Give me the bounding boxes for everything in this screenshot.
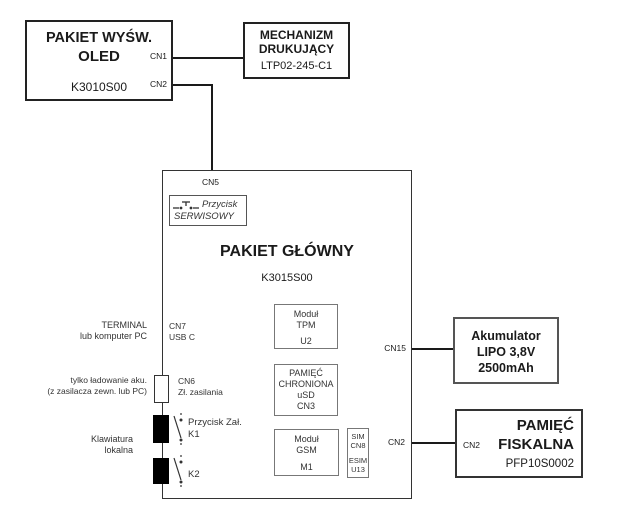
k1-label: K1	[188, 429, 200, 440]
printer-title-line1: MECHANIZM	[259, 28, 334, 42]
printing-mechanism-box: MECHANIZM DRUKUJĄCY LTP02-245-C1	[243, 22, 350, 79]
gsm-line1: Moduł	[294, 434, 319, 444]
tpm-line1: Moduł	[293, 309, 319, 319]
wire-cn2-horizontal	[173, 84, 213, 86]
cn7-label: CN7	[169, 321, 187, 331]
battery-box: Akumulator LIPO 3,8V 2500mAh	[453, 317, 559, 384]
power-socket-label: Zł. zasilania	[178, 387, 223, 397]
protected-memory-box: PAMIĘĆ CHRONIONA uSD CN3	[274, 364, 338, 416]
tpm-ref: U2	[300, 336, 312, 346]
fiscal-cn2-label: CN2	[463, 440, 481, 450]
gsm-module-box: Moduł GSM M1	[274, 429, 339, 476]
local-keyboard-label: Klawiatura lokalna	[60, 434, 133, 456]
gsm-ref: M1	[300, 462, 313, 472]
tpm-module-box: Moduł TPM U2	[274, 304, 338, 349]
sim-line3: ESIM	[348, 456, 368, 465]
printer-part-number: LTP02-245-C1	[260, 60, 333, 72]
fiscal-part-number: PFP10S0002	[505, 458, 574, 470]
terminal-label-line2: lub komputer PC	[79, 331, 147, 341]
main-title: PAKIET GŁÓWNY	[220, 243, 354, 260]
sim-box: SIM CN8 ESIM U13	[347, 428, 369, 478]
k1-button[interactable]	[153, 415, 169, 443]
push-button-icon	[173, 200, 199, 215]
oled-title-line1: PAKIET WYŚW.	[45, 30, 153, 46]
oled-part-number: K3010S00	[70, 80, 128, 94]
wire-cn15-to-battery	[412, 348, 453, 350]
k1-switch-icon	[171, 413, 185, 452]
sim-line2: CN8	[350, 441, 366, 450]
wire-cn1-to-printer	[173, 57, 243, 59]
k1-labels: Przycisk Zał. K1	[188, 417, 242, 441]
fiscal-title-line1: PAMIĘĆ	[516, 417, 574, 434]
k2-label: K2	[188, 469, 200, 480]
cn2-right-label: CN2	[387, 437, 405, 447]
oled-title-line2: OLED	[78, 48, 120, 65]
protected-mem-line1: PAMIĘĆ	[289, 368, 323, 378]
cn6-label: CN6	[178, 376, 196, 386]
fiscal-memory-box: CN2 PAMIĘĆ FISKALNA PFP10S0002	[455, 409, 583, 478]
service-button-line1: Przycisk	[202, 199, 238, 210]
cn7-connector-label: CN7 USB C	[169, 321, 195, 343]
keyboard-label-line1: Klawiatura	[90, 434, 133, 444]
wire-cn2-to-cn5	[211, 84, 213, 171]
charging-note-line1: tylko ładowanie aku.	[70, 375, 147, 385]
protected-mem-line2: CHRONIONA	[278, 379, 334, 389]
oled-cn1-label: CN1	[149, 51, 167, 61]
sim-line4: U13	[351, 465, 365, 474]
fiscal-title-line2: FISKALNA	[498, 436, 574, 453]
power-button-label: Przycisk Zał.	[188, 417, 242, 428]
battery-line2: LIPO 3,8V	[476, 345, 536, 359]
k2-switch-icon	[171, 455, 185, 494]
sim-line1: SIM	[351, 432, 365, 441]
tpm-line2: TPM	[296, 320, 316, 330]
protected-mem-ref: CN3	[296, 401, 315, 411]
main-part-number: K3015S00	[261, 272, 313, 284]
oled-cn2-label: CN2	[149, 79, 167, 89]
keyboard-label-line2: lokalna	[104, 445, 133, 455]
usb-c-label: USB C	[169, 332, 195, 342]
k2-button[interactable]	[153, 458, 169, 484]
charging-note-line2: (z zasilacza zewn. lub PC)	[47, 386, 147, 396]
cn15-label: CN15	[384, 343, 406, 353]
oled-display-box: PAKIET WYŚW. OLED K3010S00 CN1 CN2	[25, 20, 173, 101]
printer-title-line2: DRUKUJĄCY	[258, 42, 335, 56]
cn6-connector-symbol	[154, 375, 169, 403]
charging-note-label: tylko ładowanie aku. (z zasilacza zewn. …	[32, 375, 147, 397]
cn5-label: CN5	[202, 177, 220, 187]
battery-line1: Akumulator	[471, 329, 541, 343]
service-button-box[interactable]: Przycisk SERWISOWY	[169, 195, 247, 226]
protected-mem-line3: uSD	[297, 390, 315, 400]
main-package-box: CN5 Przycisk SERWISOWY PAKIET GŁÓWNY K30…	[153, 170, 412, 499]
service-button-line2: SERWISOWY	[174, 211, 234, 222]
terminal-label: TERMINAL lub komputer PC	[27, 320, 147, 342]
terminal-label-line1: TERMINAL	[101, 320, 147, 330]
battery-line3: 2500mAh	[478, 361, 534, 375]
wire-cn2-to-fiscal	[412, 442, 455, 444]
cn6-connector-label: CN6 Zł. zasilania	[178, 376, 223, 398]
gsm-line2: GSM	[296, 445, 317, 455]
